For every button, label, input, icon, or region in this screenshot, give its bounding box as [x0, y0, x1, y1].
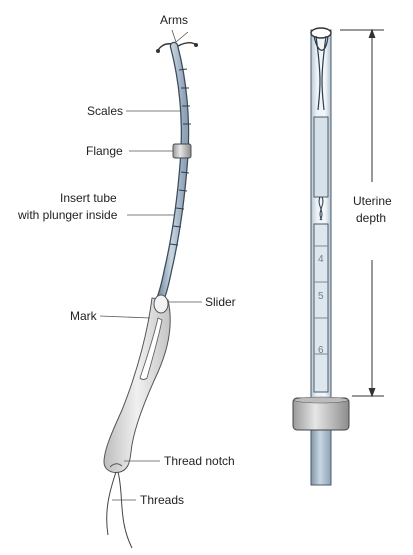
scale-divisions	[314, 245, 328, 355]
label-insert-tube-2: with plunger inside	[17, 208, 118, 222]
label-scales: Scales	[87, 104, 123, 118]
label-mark: Mark	[70, 309, 98, 323]
scale-number-5: 5	[318, 291, 324, 302]
flange-top-rim	[293, 396, 349, 404]
label-insert-tube-1: Insert tube	[60, 191, 117, 205]
slider	[153, 294, 169, 314]
tube-opening	[310, 27, 332, 39]
label-slider: Slider	[205, 295, 236, 309]
threads	[106, 471, 133, 549]
scale-number-4: 4	[318, 254, 324, 265]
scale-number-6: 6	[318, 345, 324, 356]
label-depth: depth	[356, 211, 386, 225]
folded-iud	[313, 35, 329, 111]
label-flange: Flange	[86, 144, 123, 158]
uterine-depth-dimension	[340, 28, 384, 398]
label-uterine: Uterine	[353, 194, 392, 208]
label-thread-notch: Thread notch	[164, 454, 235, 468]
arm-tip-left	[156, 49, 160, 53]
label-arms: Arms	[160, 13, 188, 27]
flange	[172, 143, 192, 159]
right-magnified-tube: 4 5 6	[292, 27, 350, 486]
iud-stem	[313, 116, 329, 198]
label-threads: Threads	[140, 493, 184, 507]
leader-lines-left	[99, 29, 202, 501]
thread-notch	[109, 463, 123, 468]
handle-slot	[139, 317, 163, 380]
plunger	[313, 223, 329, 393]
left-inserter	[103, 41, 198, 549]
thread-knot	[318, 196, 324, 221]
insert-tube-fill	[157, 43, 188, 303]
rod-lower	[310, 424, 332, 486]
arm-tip-right	[194, 43, 198, 47]
tube-scale-ticks	[169, 68, 191, 246]
